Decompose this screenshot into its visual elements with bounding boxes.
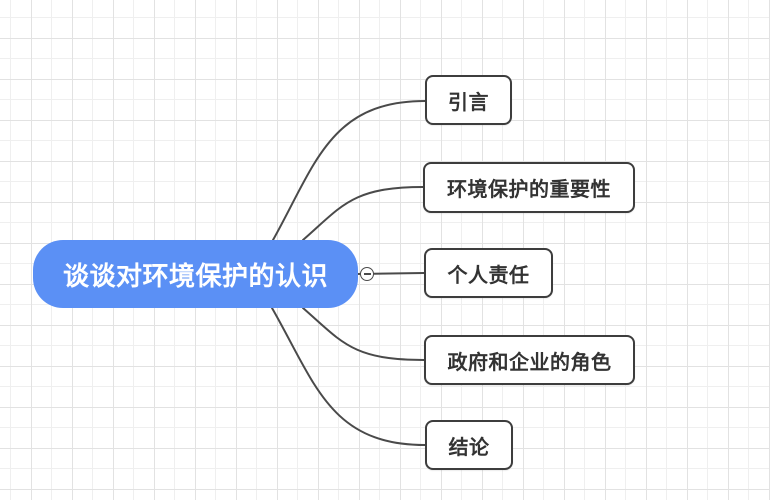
child-node-label: 政府和企业的角色 (447, 351, 612, 374)
root-node-label: 谈谈对环境保护的认识 (62, 260, 328, 291)
connector-root-to-child-1 (302, 186, 424, 241)
child-node-label: 引言 (448, 91, 489, 114)
collapse-button[interactable] (360, 267, 374, 281)
connector-root-to-child-3 (302, 307, 425, 361)
connector-root-to-child-0 (272, 100, 426, 241)
minus-icon (363, 273, 371, 275)
child-node-introduction[interactable]: 引言 (425, 75, 512, 125)
child-node-label: 个人责任 (447, 264, 530, 287)
child-node-government-enterprise-roles[interactable]: 政府和企业的角色 (424, 335, 635, 385)
child-node-conclusion[interactable]: 结论 (425, 420, 513, 470)
child-node-importance[interactable]: 环境保护的重要性 (423, 162, 635, 213)
child-node-label: 环境保护的重要性 (447, 179, 611, 201)
root-node[interactable]: 谈谈对环境保护的认识 (33, 240, 358, 308)
connector-root-to-child-4 (271, 307, 426, 446)
child-node-personal-responsibility[interactable]: 个人责任 (424, 248, 553, 298)
child-node-label: 结论 (448, 436, 490, 459)
